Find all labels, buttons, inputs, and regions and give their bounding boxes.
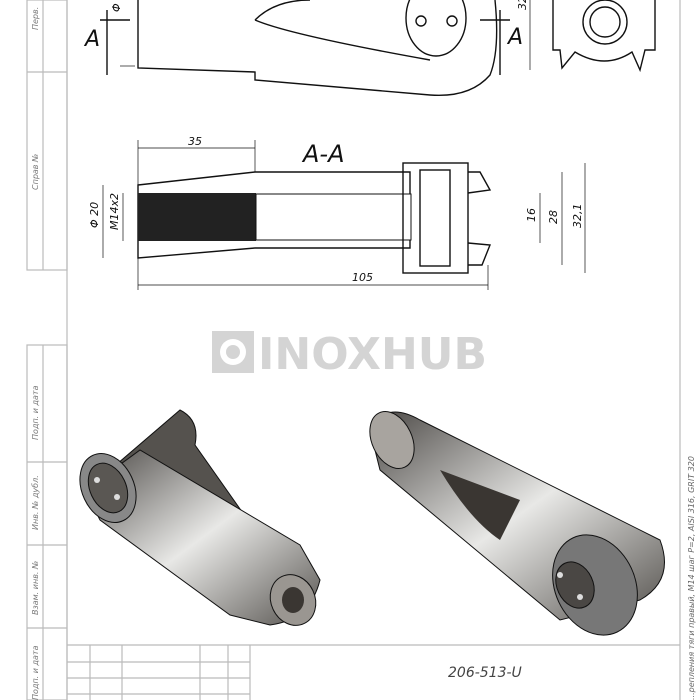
dim-thread-length: 35 — [188, 135, 202, 148]
stamp-label: Подп. и дата — [31, 385, 40, 440]
top-view: A A Φ 32 — [83, 0, 531, 97]
dim-thread: M14x2 — [108, 193, 121, 230]
stamp-label: Взам. инв. № — [31, 561, 40, 615]
end-view — [552, 0, 656, 73]
stamp-label: Перв. — [31, 7, 40, 30]
drawing-designation: 206-513-U — [448, 665, 522, 681]
dim-total-length: 105 — [352, 271, 373, 284]
section-marker: A — [506, 25, 523, 50]
title-block: 206-513-U ...репления тяги правый, M14 ш… — [67, 456, 696, 700]
dim-slot-width: 16 — [525, 208, 538, 222]
thread-region — [138, 193, 256, 241]
drawing-description: ...репления тяги правый, M14 шаг P=2, AI… — [687, 456, 696, 700]
dim-top-partial: 32 — [516, 0, 529, 10]
dim-inner-width: 28 — [547, 210, 560, 224]
dim-outer-diameter: Φ 20 — [88, 202, 101, 228]
watermark-logo: INOXHUB — [212, 329, 487, 380]
section-marker: A — [83, 27, 100, 52]
dim-outer-width: 32,1 — [571, 204, 584, 229]
stamp-label: Инв. № дубл. — [31, 475, 40, 530]
stamp-label: Подп. и дата — [31, 645, 40, 700]
dim-diameter-partial: Φ — [110, 3, 123, 12]
section-title: A-A — [301, 140, 345, 168]
render-right — [369, 411, 665, 636]
section-view-a-a: A-A 35 105 Φ 20 M14x2 16 28 32,1 — [88, 135, 586, 290]
stamp-label: Справ № — [31, 154, 40, 190]
side-stamp-strip: Перв. Справ № Подп. и дата Инв. № дубл. … — [26, 0, 68, 700]
render-left — [79, 409, 321, 626]
watermark-text: INOXHUB — [258, 329, 487, 380]
